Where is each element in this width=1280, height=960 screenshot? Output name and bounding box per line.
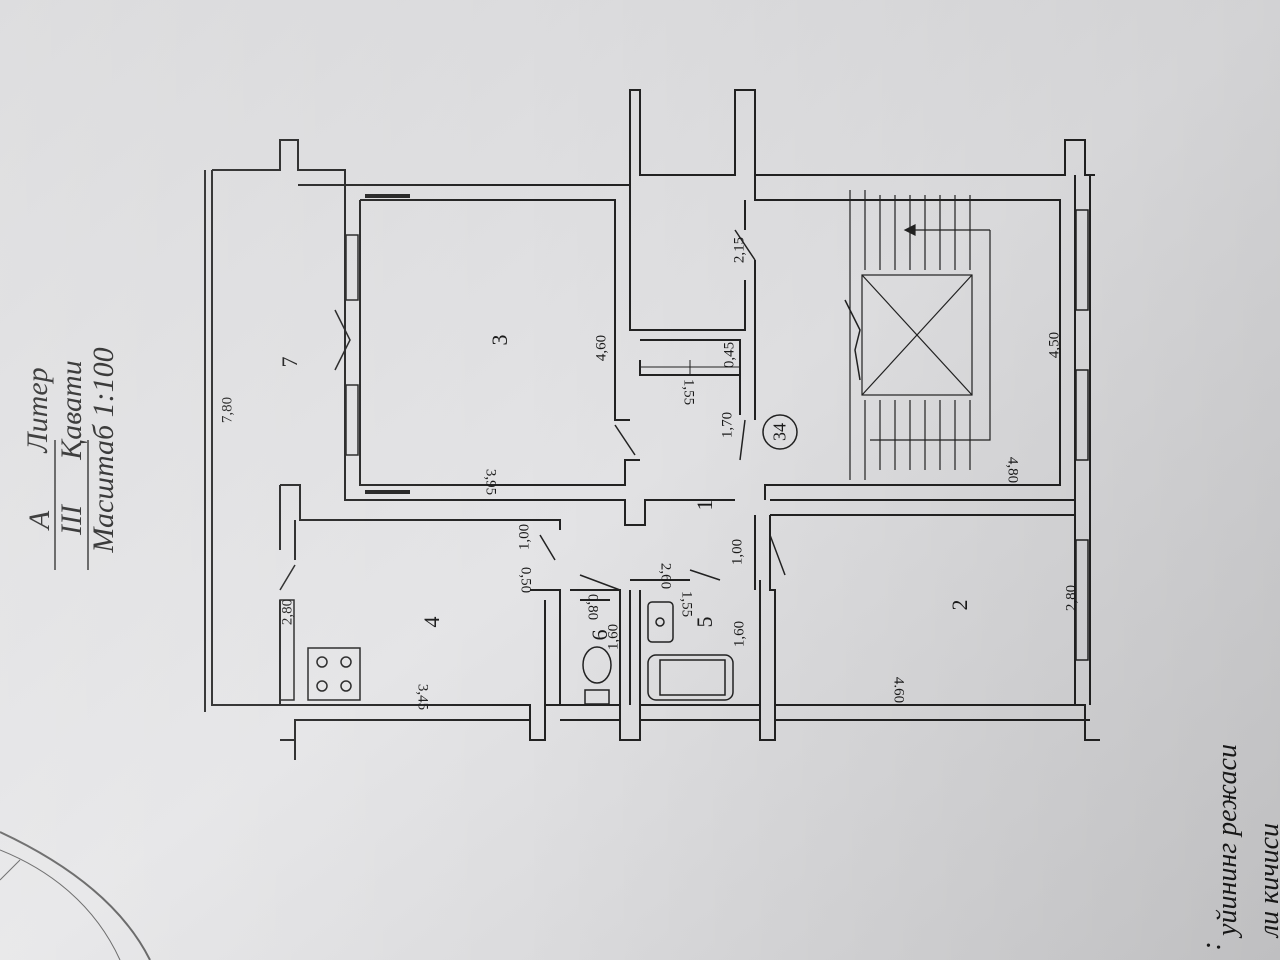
dim-4-80: 4,80 — [1004, 456, 1021, 484]
dim-4-60-room3: 4,60 — [593, 334, 610, 362]
dim-2-60: 2,60 — [657, 562, 674, 590]
stair-number-circle — [762, 414, 798, 450]
windows — [279, 194, 1089, 701]
room-number-1: 1 — [692, 499, 717, 511]
dim-2-80-room2: 2,80 — [1063, 584, 1080, 612]
stair — [849, 190, 991, 480]
dim-0-50: 0,50 — [517, 566, 534, 594]
dim-4-50: 4,50 — [1046, 331, 1063, 359]
stamp-arc-inner — [0, 849, 121, 960]
dim-3-45: 3,45 — [414, 683, 431, 711]
dim-2-80-kitchen: 2,80 — [279, 598, 296, 626]
title-liter-word: Литер — [21, 367, 54, 453]
room-number-3: 3 — [487, 334, 512, 346]
dim-4-60-room2: 4.60 — [890, 676, 907, 704]
doors — [279, 229, 861, 591]
dim-1-55-hall: 1,55 — [680, 378, 697, 406]
room-number-5: 5 — [692, 616, 717, 628]
dim-1-60-bath: 1,60 — [731, 620, 748, 648]
dim-1-00-right: 1,00 — [729, 538, 746, 566]
title-floor-word: Қавати — [55, 360, 88, 460]
walls — [204, 89, 1100, 760]
stove-icon — [307, 647, 361, 701]
stair-number: 34 — [769, 423, 790, 441]
margin-text-line2: ли кичиси — [1254, 822, 1280, 938]
room-number-7: 7 — [277, 356, 302, 368]
dim-3-95: 3,95 — [482, 468, 499, 496]
dim-7-80: 7,80 — [219, 396, 236, 424]
margin-text-line1: уйининг режаси — [1212, 744, 1243, 936]
dim-0-45: 0,45 — [721, 341, 738, 369]
stamp-arc — [0, 831, 151, 960]
title-scale: Масштаб 1:100 — [87, 347, 120, 553]
dim-0-80: 0,80 — [584, 593, 601, 621]
title-liter-letter: А — [23, 510, 56, 530]
toilet-icon — [582, 646, 612, 705]
room-number-2: 2 — [947, 599, 972, 611]
dim-1-55-bath: 1,55 — [678, 590, 695, 618]
title-floor-number: III — [55, 505, 88, 535]
room-number-4: 4 — [419, 616, 444, 628]
margin-text-line3: : — [1196, 941, 1227, 951]
bathtub-icon — [647, 601, 734, 701]
dim-1-60-wc: 1,60 — [605, 623, 622, 651]
dim-1-70: 1,70 — [719, 411, 736, 439]
dim-2-15: 2,15 — [731, 236, 748, 264]
dim-1-00-left: 1,00 — [516, 523, 533, 551]
